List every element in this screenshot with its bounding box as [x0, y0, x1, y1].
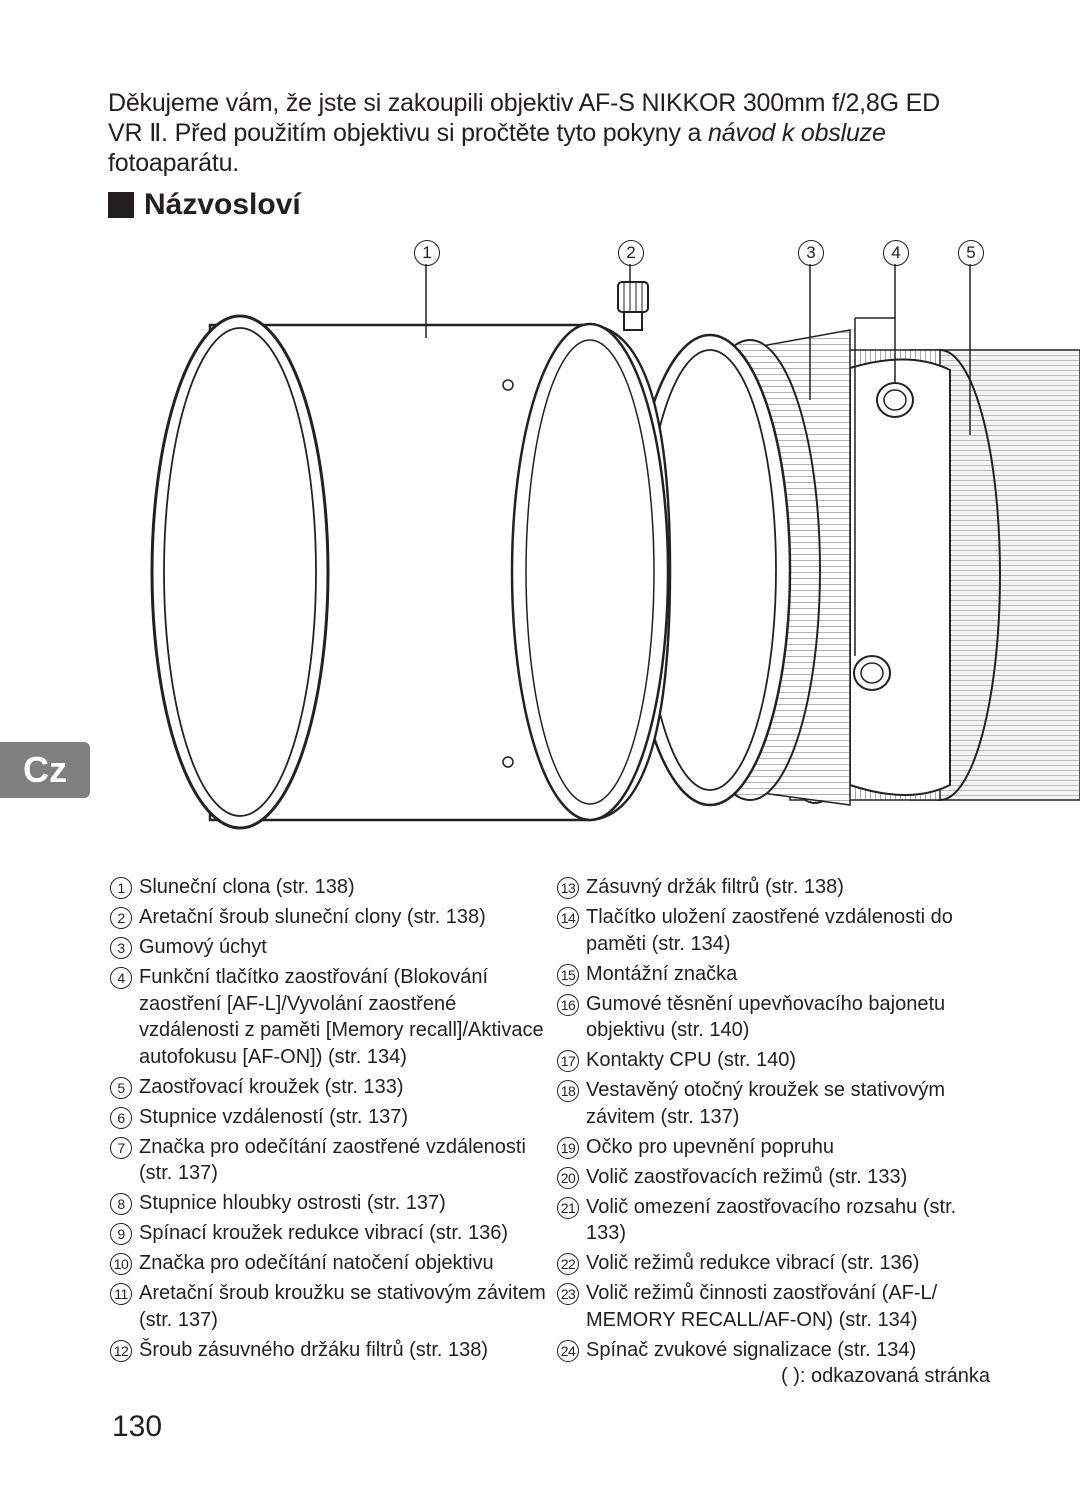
item-number: 5 — [110, 1076, 132, 1099]
item-text: Spínač zvukové signalizace (str. 134) — [586, 1338, 917, 1361]
item-text: Šroub zásuvného držáku filtrů (str. 138) — [139, 1338, 489, 1361]
item-number: 23 — [557, 1283, 579, 1305]
list-item: 19 Očko pro upevnění popruhu — [557, 1134, 997, 1161]
list-item: 3 Gumový úchyt — [110, 934, 555, 961]
item-text: Stupnice vzdáleností (str. 137) — [139, 1105, 409, 1128]
item-text: Stupnice hloubky ostrosti (str. 137) — [139, 1192, 446, 1214]
item-number: 24 — [557, 1339, 579, 1362]
list-item: 24 Spínač zvukové signalizace (str. 134) — [557, 1337, 997, 1364]
list-item: 17 Kontakty CPU (str. 140) — [557, 1047, 997, 1074]
list-item: 11 Aretační šroub kroužku se stativovým z… — [110, 1280, 555, 1333]
item-text: Značka pro odečítání natočení objektivu — [139, 1252, 494, 1274]
intro-line-2: VR Ⅱ. Před použitím objektivu si pročtět… — [108, 119, 702, 147]
callout-5: 5 — [958, 240, 984, 266]
reference-note: ( ): odkazovaná stránka — [781, 1365, 990, 1387]
intro-line-1: Děkujeme vám, že jste si zakoupili objek… — [108, 89, 940, 117]
list-item: 12 Šroub zásuvného držáku filtrů (str. 13… — [110, 1337, 555, 1364]
list-item: 18 Vestavěný otočný kroužek se stativovým… — [557, 1077, 997, 1130]
section-heading: Názvosloví — [108, 188, 301, 222]
language-tab: Cz — [0, 742, 90, 798]
item-number: 19 — [557, 1136, 579, 1159]
list-item: 14 Tlačítko uložení zaostřené vzdálenosti… — [557, 904, 997, 957]
item-number: 14 — [557, 907, 579, 929]
list-item: 22 Volič režimů redukce vibrací (str. 136… — [557, 1250, 997, 1277]
list-item: 13 Zásuvný držák filtrů (str. 138) — [557, 874, 997, 901]
item-text: Gumové těsnění upevňovacího bajonetu obj… — [586, 992, 946, 1042]
list-item: 15 Montážní značka — [557, 961, 997, 988]
list-item: 21 Volič omezení zaostřovacího rozsahu (s… — [557, 1194, 997, 1247]
heading-square-icon — [108, 192, 134, 218]
hood-lock-screw — [617, 281, 649, 331]
item-text: Gumový úchyt — [139, 936, 267, 958]
list-item: 1 Sluneční clona (str. 138) — [110, 874, 555, 901]
parts-list-right: 13 Zásuvný držák filtrů (str. 138) 14 Tlačí… — [557, 874, 997, 1367]
callout-2: 2 — [618, 240, 644, 266]
item-number: 4 — [110, 967, 132, 989]
callout-4: 4 — [883, 240, 909, 266]
item-number: 13 — [557, 877, 579, 899]
lens-illustration — [150, 264, 1080, 830]
list-item: 7 Značka pro odečítání zaostřené vzdáleno… — [110, 1134, 555, 1187]
list-item: 23 Volič režimů činnosti zaostřování (AF-… — [557, 1280, 997, 1333]
list-item: 2 Aretační šroub sluneční clony (str. 138… — [110, 904, 555, 931]
item-text: Tlačítko uložení zaostřené vzdálenosti d… — [586, 906, 953, 955]
intro-paragraph: Děkujeme vám, že jste si zakoupili objek… — [108, 88, 988, 178]
item-text: Vestavěný otočný kroužek se stativovým z… — [586, 1079, 946, 1128]
item-text: Aretační šroub kroužku se stativovým záv… — [139, 1282, 546, 1331]
item-text: Aretační šroub sluneční clony (str. 138) — [139, 906, 486, 928]
item-text: Značka pro odečítání zaostřené vzdálenos… — [139, 1135, 526, 1185]
item-text: Spínací kroužek redukce vibrací (str. 13… — [139, 1222, 509, 1244]
item-number: 21 — [557, 1196, 579, 1219]
rubber-grip — [628, 329, 851, 807]
item-number: 7 — [110, 1136, 132, 1159]
item-number: 3 — [110, 937, 132, 959]
item-number: 11 — [110, 1283, 132, 1305]
list-item: 20 Volič zaostřovacích režimů (str. 133) — [557, 1164, 997, 1191]
item-number: 8 — [110, 1193, 132, 1215]
item-number: 6 — [110, 1106, 132, 1129]
item-text: Zaostřovací kroužek (str. 133) — [139, 1075, 404, 1098]
list-item: 10 Značka pro odečítání natočení objektiv… — [110, 1250, 555, 1277]
list-item: 6 Stupnice vzdáleností (str. 137) — [110, 1104, 555, 1131]
item-number: 18 — [557, 1080, 579, 1102]
item-text: Sluneční clona (str. 138) — [139, 876, 355, 898]
list-item: 16 Gumové těsnění upevňovacího bajonetu o… — [557, 991, 997, 1044]
list-item: 8 Stupnice hloubky ostrosti (str. 137) — [110, 1190, 555, 1217]
item-text: Kontakty CPU (str. 140) — [586, 1049, 797, 1071]
lens-hood — [150, 314, 672, 830]
item-number: 20 — [557, 1166, 579, 1189]
item-text: Volič režimů redukce vibrací (str. 136) — [586, 1252, 920, 1274]
callout-1: 1 — [414, 240, 440, 266]
manual-title: návod k obsluze — [708, 119, 886, 147]
item-number: 2 — [110, 907, 132, 929]
item-text: Zásuvný držák filtrů (str. 138) — [586, 876, 844, 898]
item-number: 15 — [557, 963, 579, 986]
item-number: 22 — [557, 1253, 579, 1275]
item-number: 12 — [110, 1339, 132, 1362]
item-text: Funkční tlačítko zaostřování (Blokování … — [139, 966, 544, 1068]
item-number: 17 — [557, 1050, 579, 1072]
item-text: Očko pro upevnění popruhu — [586, 1135, 834, 1158]
intro-line-3: fotoaparátu. — [108, 149, 240, 177]
collar-with-buttons — [849, 358, 951, 796]
item-number: 10 — [110, 1253, 132, 1275]
list-item: 9 Spínací kroužek redukce vibrací (str. 1… — [110, 1220, 555, 1247]
callout-3: 3 — [798, 240, 824, 266]
page-number: 130 — [112, 1410, 163, 1443]
item-number: 9 — [110, 1223, 132, 1245]
callout-leaders — [425, 264, 971, 656]
item-text: Volič omezení zaostřovacího rozsahu (str… — [586, 1195, 957, 1245]
item-text: Montážní značka — [586, 962, 738, 985]
item-number: 16 — [557, 993, 579, 1016]
item-text: Volič zaostřovacích režimů (str. 133) — [586, 1165, 908, 1188]
list-item: 4 Funkční tlačítko zaostřování (Blokování… — [110, 964, 555, 1070]
item-text: Volič režimů činnosti zaostřování (AF-L/… — [586, 1282, 938, 1331]
list-item: 5 Zaostřovací kroužek (str. 133) — [110, 1074, 555, 1101]
section-title: Názvosloví — [144, 188, 301, 221]
item-number: 1 — [110, 877, 132, 899]
